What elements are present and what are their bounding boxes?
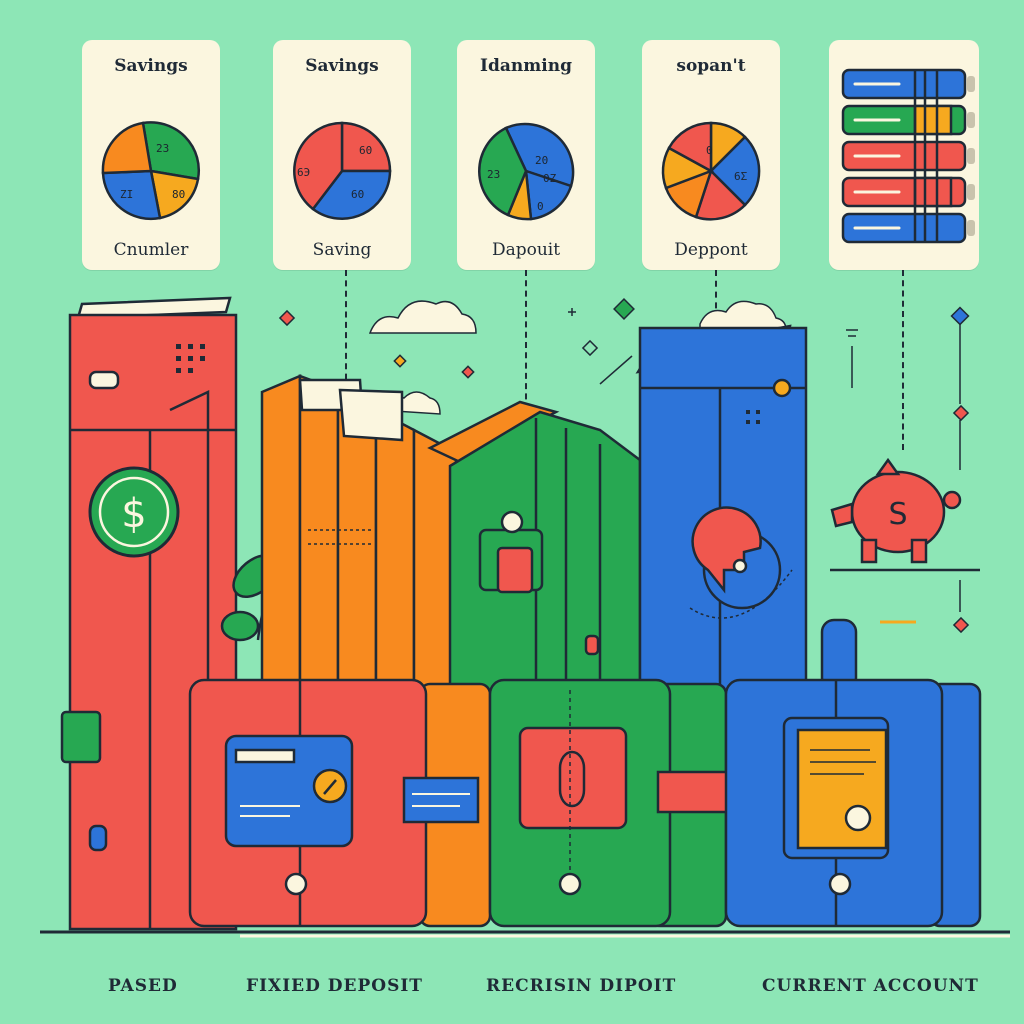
card-title: Savings (305, 56, 379, 76)
savings-card-1[interactable]: Savings 23 ZI 80 Cnumler (82, 40, 220, 270)
deposit-card[interactable]: Idanming 20 23 0Z 0 Dapouit (457, 40, 595, 270)
slice-label: 0 (537, 200, 544, 213)
connector-line (525, 270, 527, 420)
slice-label: 6Э (297, 166, 310, 179)
card-footer: Cnumler (113, 240, 189, 260)
card-footer: Saving (312, 240, 372, 260)
piggy-symbol: S (888, 497, 907, 532)
connector-line (345, 270, 347, 390)
dollar-coin-icon (88, 466, 180, 558)
piggy-bank-icon (830, 457, 980, 572)
slice-label: 60 (351, 188, 364, 201)
connector-line (715, 270, 717, 330)
pie-chart-icon: 0 6Σ (661, 121, 761, 221)
deposit-card-2[interactable]: sopan't 0 6Σ Deppont (642, 40, 780, 270)
savings-card-2[interactable]: Savings 6Э 60 60 Saving (273, 40, 411, 270)
ledger-stack-icon (841, 68, 975, 244)
card-title: Idanming (480, 56, 572, 76)
account-label-recurring-deposit: RECRISIN DIPOIT (486, 976, 677, 996)
card-title: Savings (114, 56, 188, 76)
pie-chart-icon: 23 ZI 80 (101, 121, 200, 221)
account-label-current-account: CURRENT ACCOUNT (762, 976, 979, 996)
pie-chart-icon: 6Э 60 60 (293, 121, 392, 220)
slice-label: 20 (535, 154, 548, 167)
card-footer: Deppont (674, 240, 748, 260)
pie-chart-icon: 20 23 0Z 0 (478, 122, 575, 221)
slice-label: 0 (706, 144, 713, 157)
slice-label: 0Z (543, 172, 557, 185)
slice-label: 23 (487, 168, 500, 181)
slice-label: 23 (156, 142, 169, 155)
slice-label: 80 (172, 188, 185, 201)
account-label-fixed-deposit: FIXIED DEPOSIT (246, 976, 423, 996)
connector-line (902, 270, 904, 450)
card-footer: Dapouit (491, 240, 561, 260)
card-title: sopan't (676, 56, 746, 76)
slice-label: 60 (359, 144, 372, 157)
slice-label: ZI (120, 188, 133, 201)
ledger-card[interactable] (829, 40, 979, 270)
slice-label: 6Σ (734, 170, 748, 183)
account-label-passbook: PASED (108, 976, 178, 996)
dollar-symbol: $ (121, 491, 146, 537)
